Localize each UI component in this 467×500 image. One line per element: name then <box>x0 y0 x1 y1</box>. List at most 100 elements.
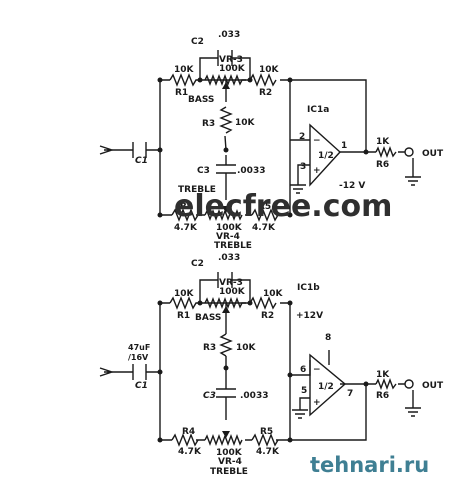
top-circuit <box>99 50 421 222</box>
r4-label-b: R4 <box>182 427 195 437</box>
vr4-label-b: VR-4 <box>218 457 242 467</box>
vr4-resistor-b <box>204 434 243 446</box>
c2-capacitor-b <box>217 272 233 288</box>
r6-label-b: R6 <box>376 391 389 401</box>
vr4-wiper-arrow <box>222 206 230 213</box>
r1-resistor <box>169 73 200 87</box>
c1-capacitor-b <box>132 364 147 380</box>
c1-label-b: C1 <box>135 381 148 391</box>
pin-6-label: 6 <box>300 365 306 375</box>
r1-resistor-b <box>169 296 200 310</box>
ic1a-label: IC1a <box>307 105 329 115</box>
watermark-tehnari: tehnari.ru <box>310 453 429 477</box>
vr4-label: VR-4 <box>216 232 240 242</box>
r2-resistor-b <box>249 296 277 310</box>
vr3-value-b: 100K <box>219 287 246 297</box>
noninverting-sign-b: + <box>313 398 321 408</box>
treble-label-b: TREBLE <box>210 467 248 477</box>
c2-label: C2 <box>191 37 204 47</box>
r3-value-b: 10K <box>236 343 257 353</box>
c1-capacitor <box>132 142 147 158</box>
c2-label-b: C2 <box>191 259 204 269</box>
r1-value: 10K <box>174 65 195 75</box>
r6-value: 1K <box>376 137 390 147</box>
r5-resistor <box>251 208 279 222</box>
output-jack-bottom <box>404 379 414 389</box>
vr3-resistor-b <box>204 297 246 309</box>
c1-value-2: /16V <box>128 353 149 362</box>
c3-value: .0033 <box>237 166 265 176</box>
r5-label-b: R5 <box>260 427 273 437</box>
r5-value: 4.7K <box>252 223 276 233</box>
input-probe-top <box>99 145 115 155</box>
bottom-labels: C2 .033 VR-3 100K 10K R1 10K R2 BASS IC1… <box>128 253 444 477</box>
output-ground-bottom <box>405 407 421 417</box>
c2-value: .033 <box>218 30 240 40</box>
pin-3-label: 3 <box>300 162 306 172</box>
watermark-elecfree: elecfree.com <box>174 189 392 224</box>
treble-heading: TREBLE <box>178 185 216 195</box>
r4-value: 4.7K <box>174 223 198 233</box>
supply-label: -12 V <box>339 181 365 191</box>
op-amp-ic1a <box>309 123 341 187</box>
r3-resistor <box>219 106 233 134</box>
pin-2-label: 2 <box>299 132 305 142</box>
r1-value-b: 10K <box>174 289 195 299</box>
input-probe-bottom <box>99 367 115 377</box>
c2-capacitor <box>217 50 233 66</box>
r5-label: R5 <box>258 202 271 212</box>
ic1b-label: IC1b <box>297 283 320 293</box>
top-labels: C2 .033 VR-3 100K 10K R1 10K R2 BASS R3 … <box>135 30 444 251</box>
r6-value-b: 1K <box>376 370 390 380</box>
r2-value-b: 10K <box>263 289 284 299</box>
vr3-value: 100K <box>219 64 246 74</box>
out-label-b: OUT <box>422 381 444 391</box>
vr4-value: 100K <box>216 223 243 233</box>
c1-label: C1 <box>135 156 148 166</box>
r5-value-b: 4.7K <box>256 447 280 457</box>
r1-label-b: R1 <box>177 311 190 321</box>
r6-label: R6 <box>376 160 389 170</box>
op-amp-ic1b <box>309 353 347 417</box>
c2-value-b: .033 <box>218 253 240 263</box>
r4-value-b: 4.7K <box>178 447 202 457</box>
r2-label-b: R2 <box>261 311 274 321</box>
r4-resistor <box>171 208 199 222</box>
vr4-resistor <box>204 209 243 221</box>
ground-symbol-ic1b <box>292 409 308 419</box>
bottom-dots <box>157 300 369 443</box>
output-jack-top <box>404 147 414 157</box>
r6-resistor-b <box>375 378 397 390</box>
r4-label: R4 <box>180 202 193 212</box>
vr3-wiper-arrow <box>222 82 230 89</box>
r1-label: R1 <box>175 88 188 98</box>
c3-value-b: .0033 <box>240 391 268 401</box>
r2-label: R2 <box>259 88 272 98</box>
output-ground-top <box>405 176 421 186</box>
pin-7-label: 7 <box>347 389 353 399</box>
vr3-label-b: VR-3 <box>219 278 243 288</box>
bass-label: BASS <box>188 95 214 105</box>
vr4-value-b: 100K <box>216 448 243 458</box>
vr3-resistor <box>204 74 246 86</box>
r3-resistor-b <box>219 333 233 357</box>
pin-8-label: 8 <box>325 333 331 343</box>
c3-capacitor-b <box>216 388 236 398</box>
top-dots <box>157 77 369 218</box>
r2-resistor <box>249 73 277 87</box>
noninverting-sign: + <box>313 166 321 176</box>
inverting-sign: − <box>313 136 321 146</box>
vr4-wiper-arrow-b <box>222 431 230 438</box>
c3-label: C3 <box>197 166 210 176</box>
r2-value: 10K <box>259 65 280 75</box>
r3-label: R3 <box>202 119 215 129</box>
op-amp-half: 1/2 <box>318 151 334 161</box>
r3-value: 10K <box>235 118 256 128</box>
pin-5-label: 5 <box>301 386 307 396</box>
vr3-wiper-arrow-b <box>222 306 230 313</box>
c1-value-1: 47uF <box>128 343 150 352</box>
treble-label: TREBLE <box>214 241 252 251</box>
op-amp-half-b: 1/2 <box>318 382 334 392</box>
r4-resistor-b <box>171 433 199 447</box>
